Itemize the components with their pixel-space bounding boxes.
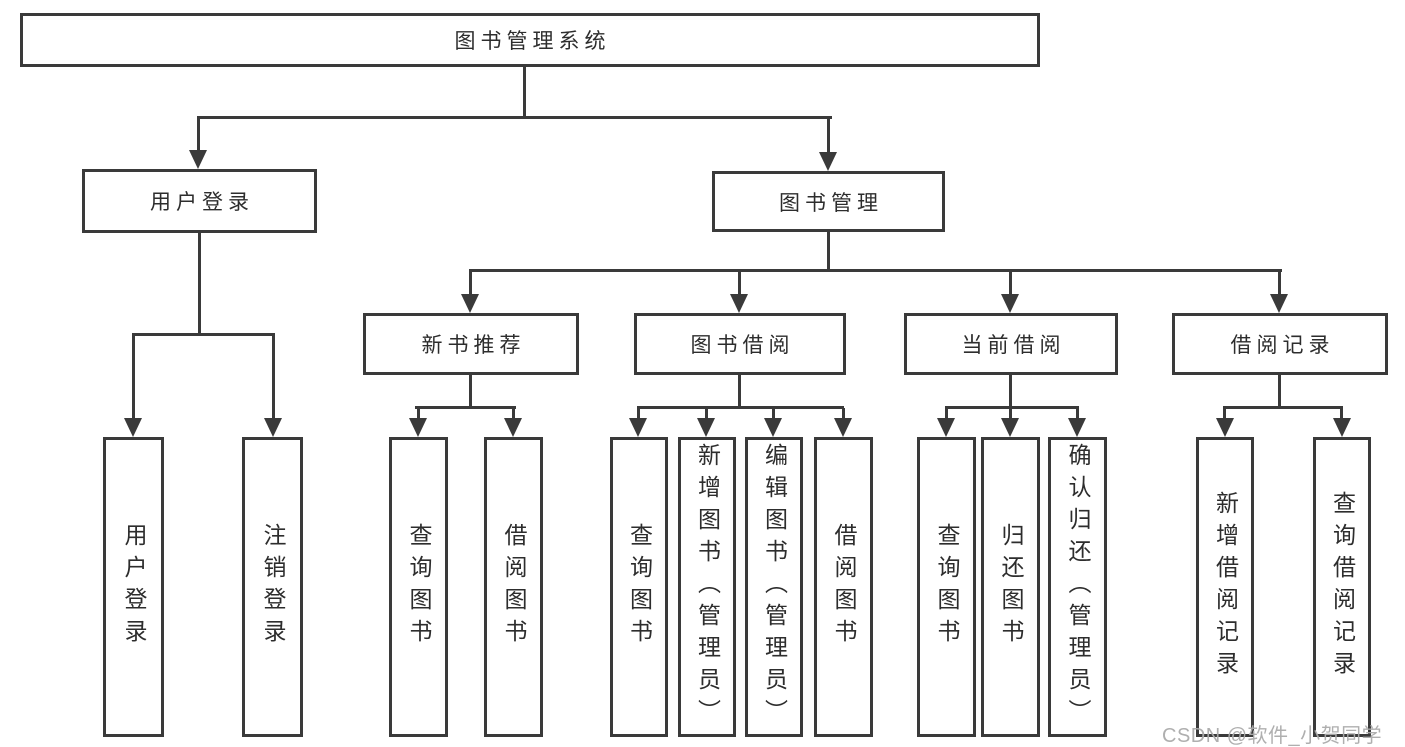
arrow-down-leaf-icon (1068, 418, 1086, 437)
arrow-down-level3-icon (730, 294, 748, 313)
node-label: 新增图书（管理员） (694, 443, 721, 731)
node-leaf-return-book: 归还图书 (981, 437, 1040, 737)
node-borrow-record: 借阅记录 (1172, 313, 1388, 375)
arrow-down-level3-icon (1001, 294, 1019, 313)
arrow-down-user-login-icon (189, 150, 207, 169)
arrow-down-leaf-icon (504, 418, 522, 437)
node-label: 查询借阅记录 (1329, 491, 1356, 683)
connector-group1-drop2 (272, 335, 275, 419)
node-label: 图书借阅 (690, 334, 795, 357)
connector-book-mgmt-stem (827, 232, 830, 271)
connector-group3-drop4 (842, 408, 845, 420)
node-label: 归还图书 (998, 523, 1024, 651)
connector-level3-drop4 (1278, 271, 1281, 295)
node-label: 借阅图书 (501, 523, 527, 651)
arrow-down-leaf-icon (834, 418, 852, 437)
node-label: 编辑图书（管理员） (761, 443, 788, 731)
connector-group5-drop1 (1223, 408, 1226, 420)
arrow-down-leaf-icon (124, 418, 142, 437)
arrow-down-level3-icon (1270, 294, 1288, 313)
node-new-book-rec: 新书推荐 (363, 313, 579, 375)
connector-group3-drop2 (705, 408, 708, 420)
connector-group4-hbar (945, 406, 1079, 409)
connector-group2-drop1 (417, 408, 420, 420)
connector-group4-drop1 (945, 408, 948, 420)
node-label: 借阅记录 (1230, 334, 1335, 357)
connector-group1-hbar (132, 333, 275, 336)
arrow-down-leaf-icon (1001, 418, 1019, 437)
connector-level3-drop3 (1009, 271, 1012, 295)
node-label: 注销登录 (260, 523, 286, 651)
node-label: 新书推荐 (421, 334, 526, 357)
connector-group3-drop1 (637, 408, 640, 420)
node-leaf-borrow-book-newrec: 借阅图书 (484, 437, 543, 737)
connector-level3-drop2 (738, 271, 741, 295)
node-leaf-query-borrow-record: 查询借阅记录 (1313, 437, 1371, 737)
node-user-login: 用户登录 (82, 169, 317, 233)
arrow-down-book-mgmt-icon (819, 152, 837, 171)
connector-level2-hbar (197, 116, 832, 119)
arrow-down-leaf-icon (409, 418, 427, 437)
node-leaf-borrow-book-borrow: 借阅图书 (814, 437, 873, 737)
node-label: 借阅图书 (831, 523, 857, 651)
connector-group4-drop3 (1076, 408, 1079, 420)
node-label: 查询图书 (406, 523, 432, 651)
arrow-down-leaf-icon (629, 418, 647, 437)
connector-group5-drop2 (1340, 408, 1343, 420)
connector-group3-drop3 (772, 408, 775, 420)
node-label: 图书管理系统 (454, 30, 611, 53)
connector-group3-hbar (637, 406, 844, 409)
connector-user-login-stem (198, 233, 201, 336)
node-label: 查询图书 (626, 523, 653, 651)
node-label: 用户登录 (121, 523, 147, 651)
connector-group5-hbar (1223, 406, 1343, 409)
arrow-down-leaf-icon (1333, 418, 1351, 437)
connector-root-stem (523, 66, 526, 118)
connector-user-login-drop (197, 118, 200, 152)
connector-level3-hbar (469, 269, 1282, 272)
node-leaf-query-book-current: 查询图书 (917, 437, 976, 737)
connector-group2-hbar (415, 406, 516, 409)
connector-group4-stem (1009, 375, 1012, 408)
node-label: 查询图书 (934, 523, 960, 651)
node-label: 当前借阅 (961, 334, 1066, 357)
node-label: 图书管理 (779, 191, 883, 215)
node-label: 确认归还（管理员） (1065, 443, 1091, 731)
connector-group1-drop1 (132, 335, 135, 419)
connector-group5-stem (1278, 375, 1281, 408)
connector-group3-stem (738, 375, 741, 408)
node-leaf-confirm-return-admin: 确认归还（管理员） (1048, 437, 1107, 737)
connector-level3-drop1 (469, 271, 472, 295)
node-leaf-logout: 注销登录 (242, 437, 303, 737)
node-root: 图书管理系统 (20, 13, 1040, 67)
node-label: 用户登录 (150, 191, 254, 214)
node-leaf-add-book-admin: 新增图书（管理员） (678, 437, 736, 737)
arrow-down-leaf-icon (1216, 418, 1234, 437)
node-book-borrow: 图书借阅 (634, 313, 846, 375)
node-leaf-query-book-newrec: 查询图书 (389, 437, 448, 737)
node-leaf-user-login: 用户登录 (103, 437, 164, 737)
connector-group2-stem (469, 375, 472, 408)
csdn-watermark: CSDN @软件_小贺同学 (1162, 725, 1383, 747)
connector-book-mgmt-drop (827, 118, 830, 152)
arrow-down-leaf-icon (937, 418, 955, 437)
node-current-borrow: 当前借阅 (904, 313, 1118, 375)
connector-group2-drop2 (512, 408, 515, 420)
node-leaf-query-book-borrow: 查询图书 (610, 437, 668, 737)
connector-group4-drop2 (1009, 408, 1012, 420)
node-leaf-edit-book-admin: 编辑图书（管理员） (745, 437, 803, 737)
node-label: 新增借阅记录 (1212, 491, 1239, 683)
arrow-down-leaf-icon (264, 418, 282, 437)
node-leaf-add-borrow-record: 新增借阅记录 (1196, 437, 1254, 737)
arrow-down-leaf-icon (697, 418, 715, 437)
arrow-down-leaf-icon (764, 418, 782, 437)
arrow-down-level3-icon (461, 294, 479, 313)
node-book-mgmt: 图书管理 (712, 171, 945, 232)
